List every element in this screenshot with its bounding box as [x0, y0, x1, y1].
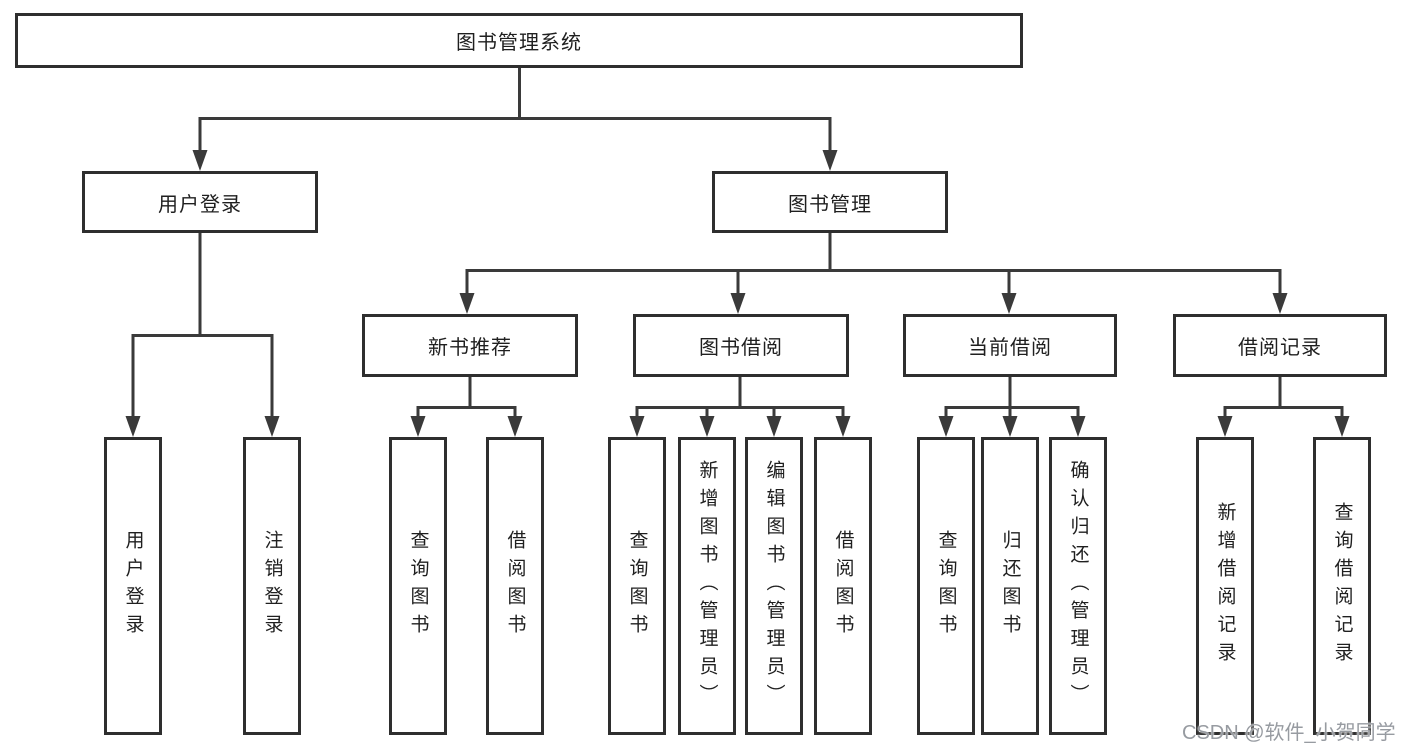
leaf-confirm-return-admin: 确认归还（管理员）: [1049, 437, 1107, 735]
node-label: 图书借阅: [699, 337, 783, 359]
leaf-borrow-books: 借阅图书: [814, 437, 872, 735]
node-book-management: 图书管理: [712, 171, 948, 233]
leaf-label: 用户登录: [122, 530, 144, 642]
node-label: 图书管理: [788, 193, 872, 216]
node-label: 用户登录: [158, 193, 242, 216]
leaf-label: 借阅图书: [504, 530, 526, 642]
leaf-label: 归还图书: [999, 530, 1021, 642]
leaf-logout: 注销登录: [243, 437, 301, 735]
leaf-query-borrow-record: 查询借阅记录: [1313, 437, 1371, 735]
leaf-query-books-recommend: 查询图书: [389, 437, 447, 735]
leaf-add-books-admin: 新增图书（管理员）: [678, 437, 736, 735]
leaf-query-books-current: 查询图书: [917, 437, 975, 735]
node-library-management-system: 图书管理系统: [15, 13, 1023, 68]
node-book-borrowing: 图书借阅: [633, 314, 849, 377]
leaf-query-books-borrowing: 查询图书: [608, 437, 666, 735]
leaf-label: 新增图书（管理员）: [696, 460, 718, 712]
leaf-label: 查询借阅记录: [1331, 502, 1353, 670]
node-label: 借阅记录: [1238, 337, 1322, 359]
node-user-login: 用户登录: [82, 171, 318, 233]
leaf-edit-books-admin: 编辑图书（管理员）: [745, 437, 803, 735]
leaf-label: 新增借阅记录: [1214, 502, 1236, 670]
node-borrowing-records: 借阅记录: [1173, 314, 1387, 377]
leaf-label: 确认归还（管理员）: [1067, 460, 1089, 712]
csdn-watermark: CSDN @软件_小贺同学: [1182, 722, 1396, 744]
leaf-add-borrow-record: 新增借阅记录: [1196, 437, 1254, 735]
node-current-borrowing: 当前借阅: [903, 314, 1117, 377]
leaf-label: 编辑图书（管理员）: [763, 460, 785, 712]
node-label: 当前借阅: [968, 337, 1052, 359]
leaf-label: 查询图书: [626, 530, 648, 642]
leaf-user-login: 用户登录: [104, 437, 162, 735]
leaf-label: 注销登录: [261, 530, 283, 642]
leaf-borrow-books-recommend: 借阅图书: [486, 437, 544, 735]
leaf-return-books: 归还图书: [981, 437, 1039, 735]
leaf-label: 借阅图书: [832, 530, 854, 642]
arrowheads: [125, 150, 1350, 437]
leaf-label: 查询图书: [935, 530, 957, 642]
node-label: 图书管理系统: [456, 32, 582, 54]
node-label: 新书推荐: [428, 337, 512, 359]
node-new-book-recommendation: 新书推荐: [362, 314, 578, 377]
leaf-label: 查询图书: [407, 530, 429, 642]
